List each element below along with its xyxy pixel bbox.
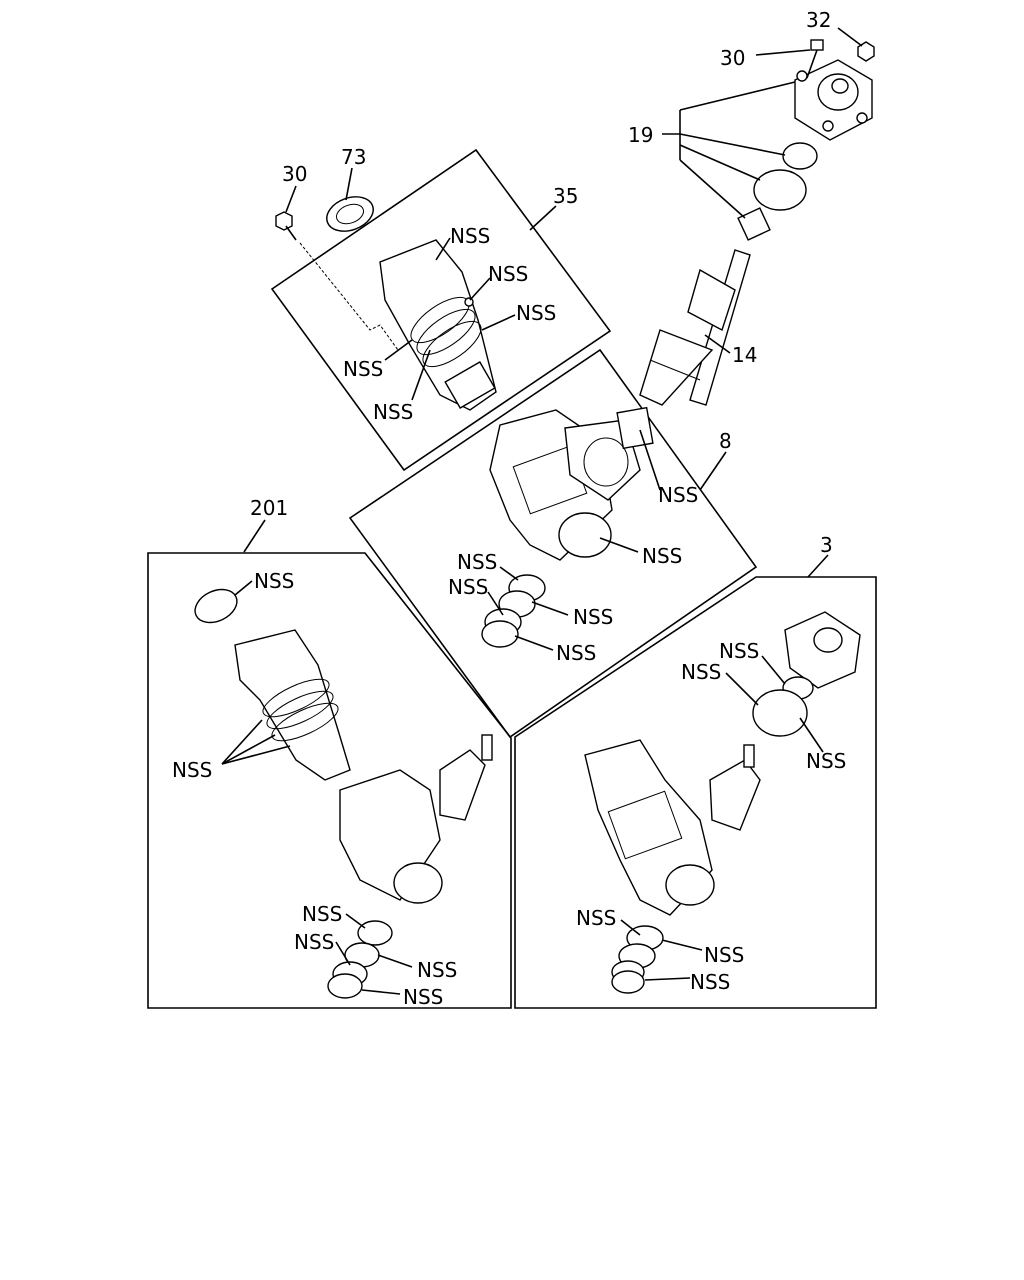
seal-set-19 <box>737 142 818 241</box>
nss-label: NSS <box>450 224 490 248</box>
nss-label: NSS <box>488 262 528 286</box>
nss-label: NSS <box>704 943 744 967</box>
bolt-part-30-left <box>275 211 297 241</box>
seal-set-8 <box>481 574 546 648</box>
nss-label: NSS <box>681 660 721 684</box>
gear-assembly-3 <box>584 611 861 916</box>
nss-label: NSS <box>417 958 457 982</box>
nss-label: NSS <box>642 544 682 568</box>
seal-set-3 <box>611 925 664 994</box>
nss-label: NSS <box>806 749 846 773</box>
nss-label: NSS <box>516 301 556 325</box>
dashed-leader <box>299 242 399 351</box>
nss-label: NSS <box>172 758 212 782</box>
valve-assembly-35 <box>379 239 497 411</box>
nut-part-32 <box>857 41 875 62</box>
nss-label: NSS <box>658 483 698 507</box>
leader-lines <box>221 27 863 995</box>
sector-shaft-part-14 <box>639 249 751 406</box>
group-box-3 <box>514 576 877 1009</box>
nss-label: NSS <box>373 400 413 424</box>
callout-30-left: 30 <box>282 162 307 186</box>
nss-label: NSS <box>254 569 294 593</box>
nss-label: NSS <box>690 970 730 994</box>
callout-8: 8 <box>719 429 732 453</box>
callout-35: 35 <box>553 184 578 208</box>
nss-label: NSS <box>556 641 596 665</box>
nss-label: NSS <box>576 906 616 930</box>
callout-14: 14 <box>732 343 757 367</box>
nss-label: NSS <box>403 985 443 1009</box>
bolt-part-30-top <box>806 39 824 79</box>
nss-label: NSS <box>573 605 613 629</box>
nss-label: NSS <box>302 902 342 926</box>
nss-label: NSS <box>457 550 497 574</box>
callout-73: 73 <box>341 145 366 169</box>
group-box-8 <box>348 348 758 739</box>
seal-part-73 <box>326 196 374 232</box>
nss-label: NSS <box>294 930 334 954</box>
nss-label: NSS <box>719 639 759 663</box>
callout-30-top: 30 <box>720 46 745 70</box>
callout-3: 3 <box>820 533 833 557</box>
seal-set-201 <box>327 920 393 999</box>
nss-label: NSS <box>448 575 488 599</box>
nss-label: NSS <box>343 357 383 381</box>
side-cover-part <box>794 59 873 141</box>
group-box-35 <box>270 148 612 472</box>
callout-201: 201 <box>250 496 288 520</box>
callout-19: 19 <box>628 123 653 147</box>
group-box-201 <box>147 552 512 1009</box>
callout-32: 32 <box>806 8 831 32</box>
gear-housing-8 <box>489 406 654 561</box>
gear-assembly-201 <box>194 588 493 904</box>
